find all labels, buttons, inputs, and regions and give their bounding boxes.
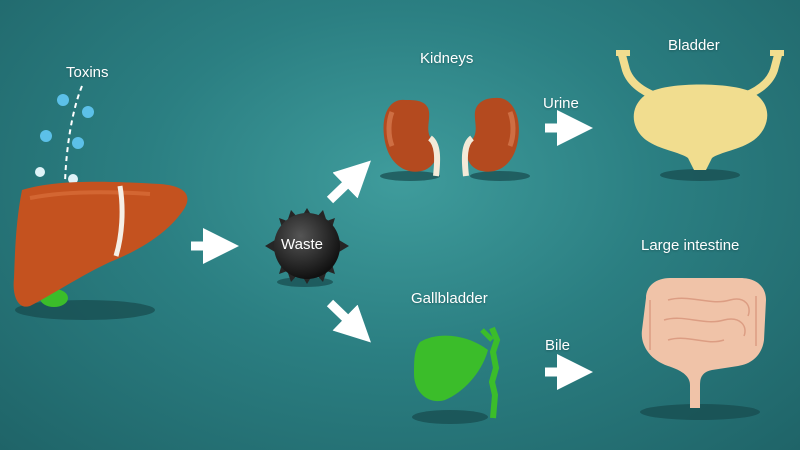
waste-blob <box>265 208 349 284</box>
flow-arrows <box>191 110 593 390</box>
gallbladder <box>414 326 501 419</box>
label-kidneys: Kidneys <box>420 50 474 67</box>
large-intestine <box>641 278 766 408</box>
label-large-intestine: Large intestine <box>641 237 740 254</box>
label-waste: Waste <box>281 236 323 253</box>
label-gallbladder: Gallbladder <box>411 290 488 307</box>
toxin-path-arrow <box>63 85 83 226</box>
arrow-waste-to-kidneys <box>326 160 371 204</box>
label-bile: Bile <box>545 337 571 354</box>
label-bladder: Bladder <box>668 37 720 54</box>
arrow-waste-to-gallbladder <box>326 299 371 343</box>
liver <box>13 181 188 307</box>
ground-shadows <box>15 169 760 424</box>
label-urine: Urine <box>543 95 579 112</box>
bladder <box>616 50 784 170</box>
label-toxins: Toxins <box>66 64 109 81</box>
kidneys <box>383 97 519 177</box>
